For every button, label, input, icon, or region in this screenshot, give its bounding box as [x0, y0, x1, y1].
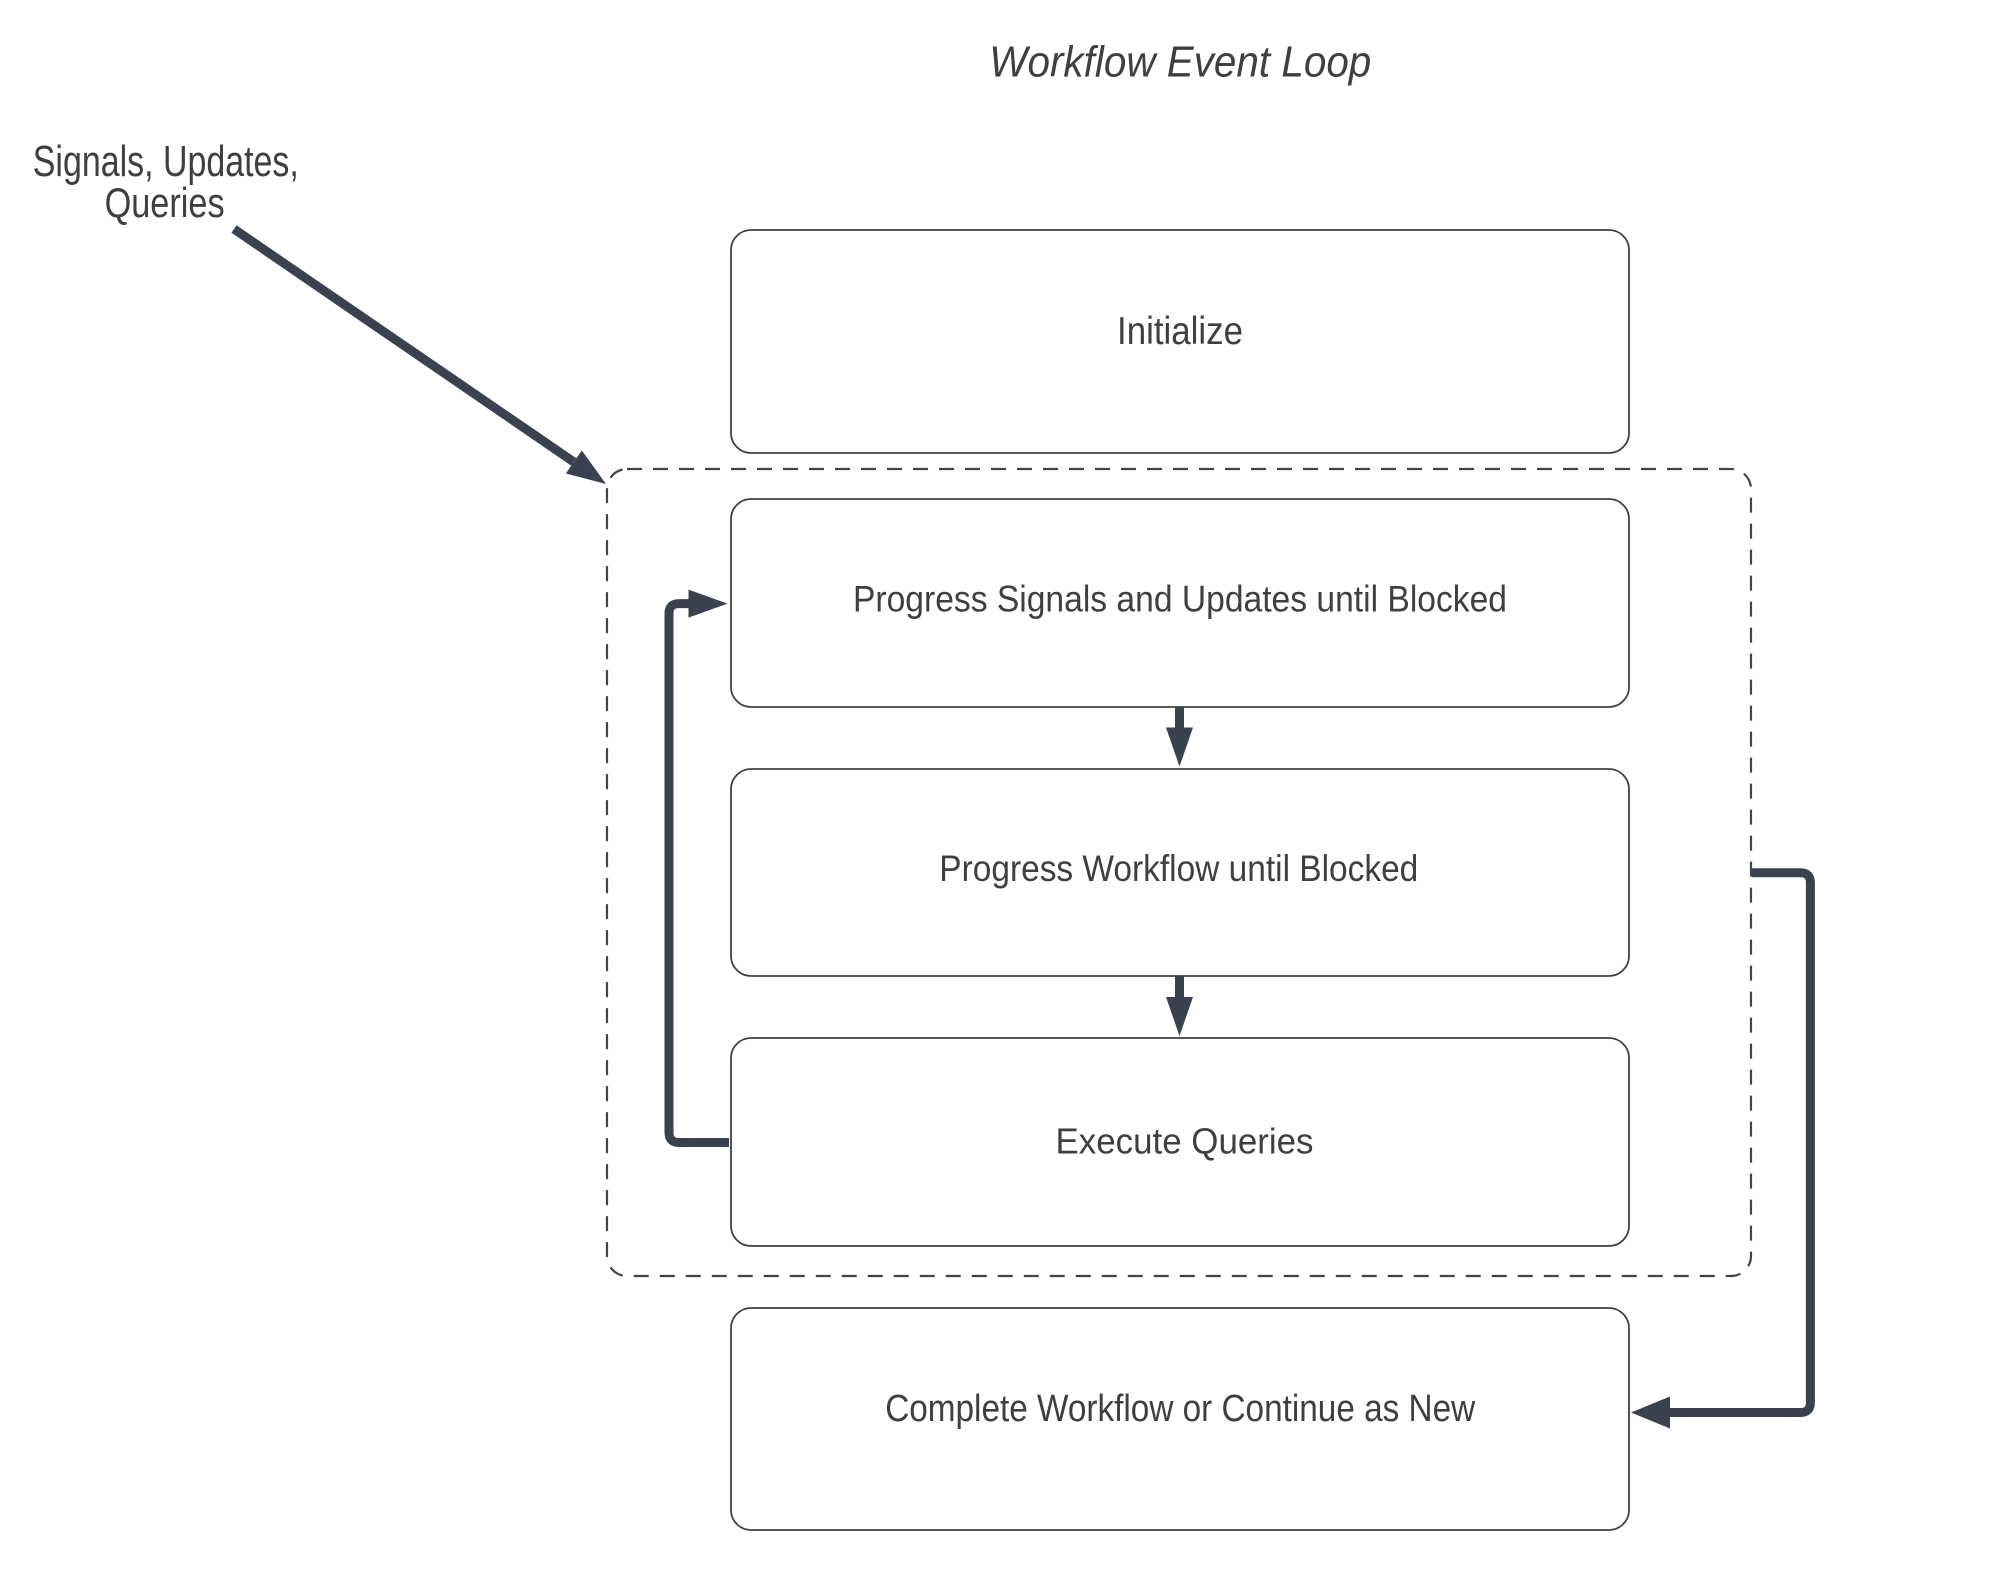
svg-text:Queries: Queries: [105, 179, 225, 226]
svg-text:Execute Queries: Execute Queries: [1056, 1120, 1314, 1161]
svg-text:Initialize: Initialize: [1117, 310, 1243, 353]
svg-text:Progress Workflow until Blocke: Progress Workflow until Blocked: [939, 847, 1418, 889]
svg-text:Complete Workflow or Continue: Complete Workflow or Continue as New: [885, 1387, 1475, 1430]
svg-text:Signals, Updates,: Signals, Updates,: [33, 137, 299, 186]
svg-text:Progress Signals and Updates u: Progress Signals and Updates until Block…: [853, 578, 1507, 620]
svg-text:Workflow Event Loop: Workflow Event Loop: [989, 38, 1371, 86]
